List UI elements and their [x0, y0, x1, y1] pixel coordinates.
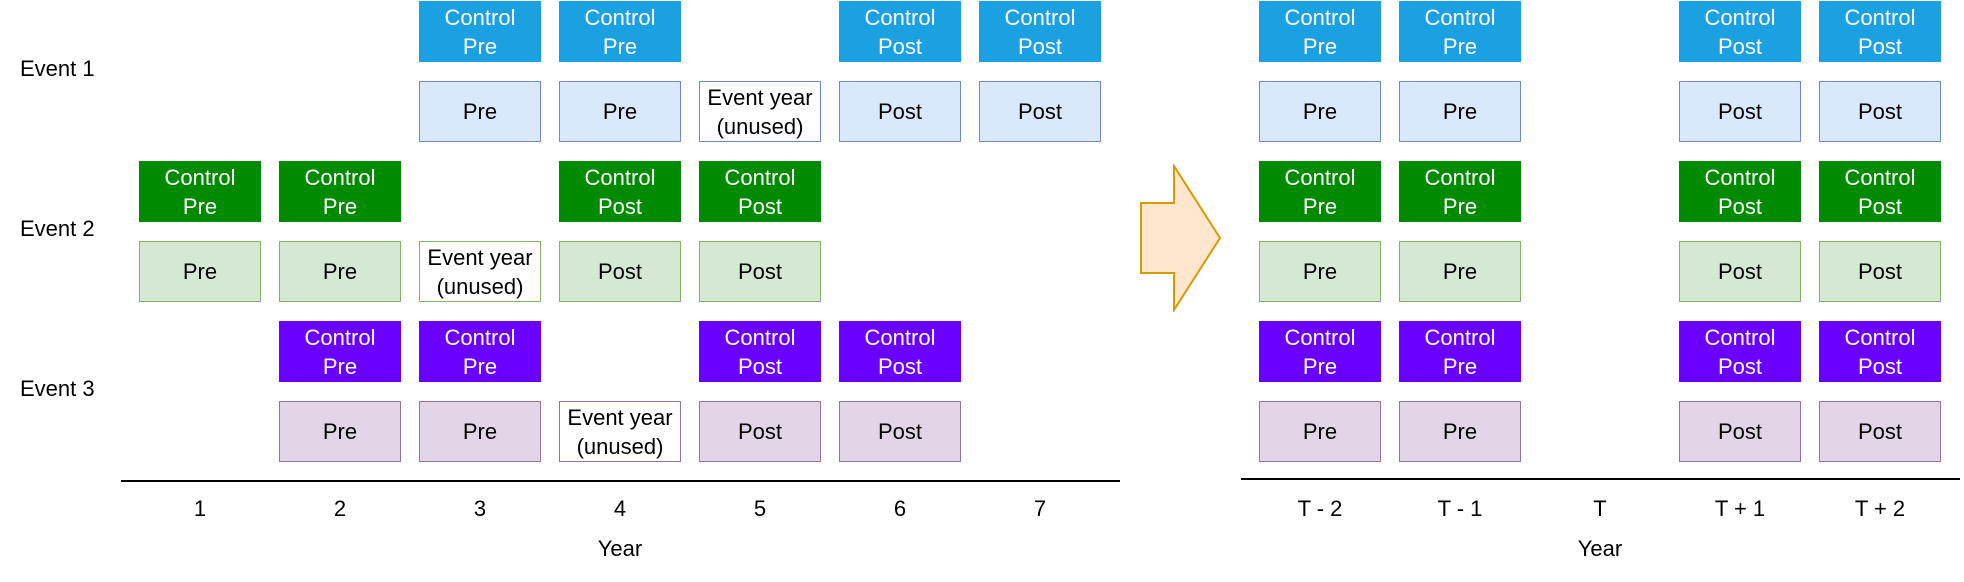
control-box: Control Pre [1399, 321, 1521, 382]
event-box: Post [979, 81, 1101, 142]
x-tick-label: T + 2 [1854, 496, 1906, 521]
event-box: Post [699, 241, 821, 302]
control-box: Control Pre [1259, 161, 1381, 222]
control-box: Control Post [1679, 1, 1801, 62]
event-label: Event 3 [20, 376, 95, 401]
event-box: Post [1819, 401, 1941, 462]
event-box: Pre [419, 401, 541, 462]
x-tick-label: 3 [473, 496, 487, 521]
x-tick-label: 4 [613, 496, 627, 521]
event-year-box: Event year (unused) [699, 81, 821, 142]
control-box: Control Post [839, 321, 961, 382]
event-box: Pre [139, 241, 261, 302]
event-label: Event 2 [20, 216, 95, 241]
control-box: Control Pre [419, 321, 541, 382]
control-box: Control Post [1679, 321, 1801, 382]
x-tick-label: T - 2 [1297, 496, 1343, 521]
control-box: Control Post [1819, 161, 1941, 222]
control-box: Control Pre [139, 161, 261, 222]
event-box: Pre [279, 401, 401, 462]
x-tick-label: T [1593, 496, 1607, 521]
x-axis-title: Year [597, 536, 643, 561]
x-tick-label: T + 1 [1714, 496, 1766, 521]
control-box: Control Pre [1259, 321, 1381, 382]
event-box: Pre [1399, 81, 1521, 142]
event-box: Post [559, 241, 681, 302]
x-tick-label: 7 [1033, 496, 1047, 521]
event-box: Post [1679, 401, 1801, 462]
control-box: Control Pre [1259, 1, 1381, 62]
event-year-box: Event year (unused) [559, 401, 681, 462]
arrow-shape [1140, 164, 1222, 312]
x-axis-line [121, 480, 1120, 482]
x-tick-label: 1 [193, 496, 207, 521]
event-label: Event 1 [20, 56, 95, 81]
event-box: Pre [1259, 241, 1381, 302]
event-year-box: Event year (unused) [419, 241, 541, 302]
x-tick-label: 6 [893, 496, 907, 521]
event-box: Post [1819, 81, 1941, 142]
x-axis-line [1241, 478, 1960, 480]
event-box: Post [1679, 241, 1801, 302]
control-box: Control Post [1819, 1, 1941, 62]
event-box: Pre [1259, 401, 1381, 462]
event-box: Pre [419, 81, 541, 142]
x-axis-title: Year [1577, 536, 1623, 561]
event-box: Post [839, 401, 961, 462]
control-box: Control Pre [1399, 161, 1521, 222]
event-box: Post [699, 401, 821, 462]
x-tick-label: 5 [753, 496, 767, 521]
right-arrow-icon [1140, 164, 1222, 312]
control-box: Control Post [979, 1, 1101, 62]
event-box: Pre [1399, 401, 1521, 462]
control-box: Control Post [699, 321, 821, 382]
event-box: Post [1819, 241, 1941, 302]
event-box: Pre [559, 81, 681, 142]
control-box: Control Post [1679, 161, 1801, 222]
control-box: Control Post [839, 1, 961, 62]
control-box: Control Post [1819, 321, 1941, 382]
event-box: Pre [279, 241, 401, 302]
control-box: Control Post [699, 161, 821, 222]
control-box: Control Pre [559, 1, 681, 62]
event-box: Post [1679, 81, 1801, 142]
x-tick-label: 2 [333, 496, 347, 521]
x-tick-label: T - 1 [1437, 496, 1483, 521]
control-box: Control Pre [279, 161, 401, 222]
control-box: Control Pre [419, 1, 541, 62]
control-box: Control Post [559, 161, 681, 222]
event-box: Post [839, 81, 961, 142]
control-box: Control Pre [1399, 1, 1521, 62]
event-box: Pre [1259, 81, 1381, 142]
event-box: Pre [1399, 241, 1521, 302]
control-box: Control Pre [279, 321, 401, 382]
